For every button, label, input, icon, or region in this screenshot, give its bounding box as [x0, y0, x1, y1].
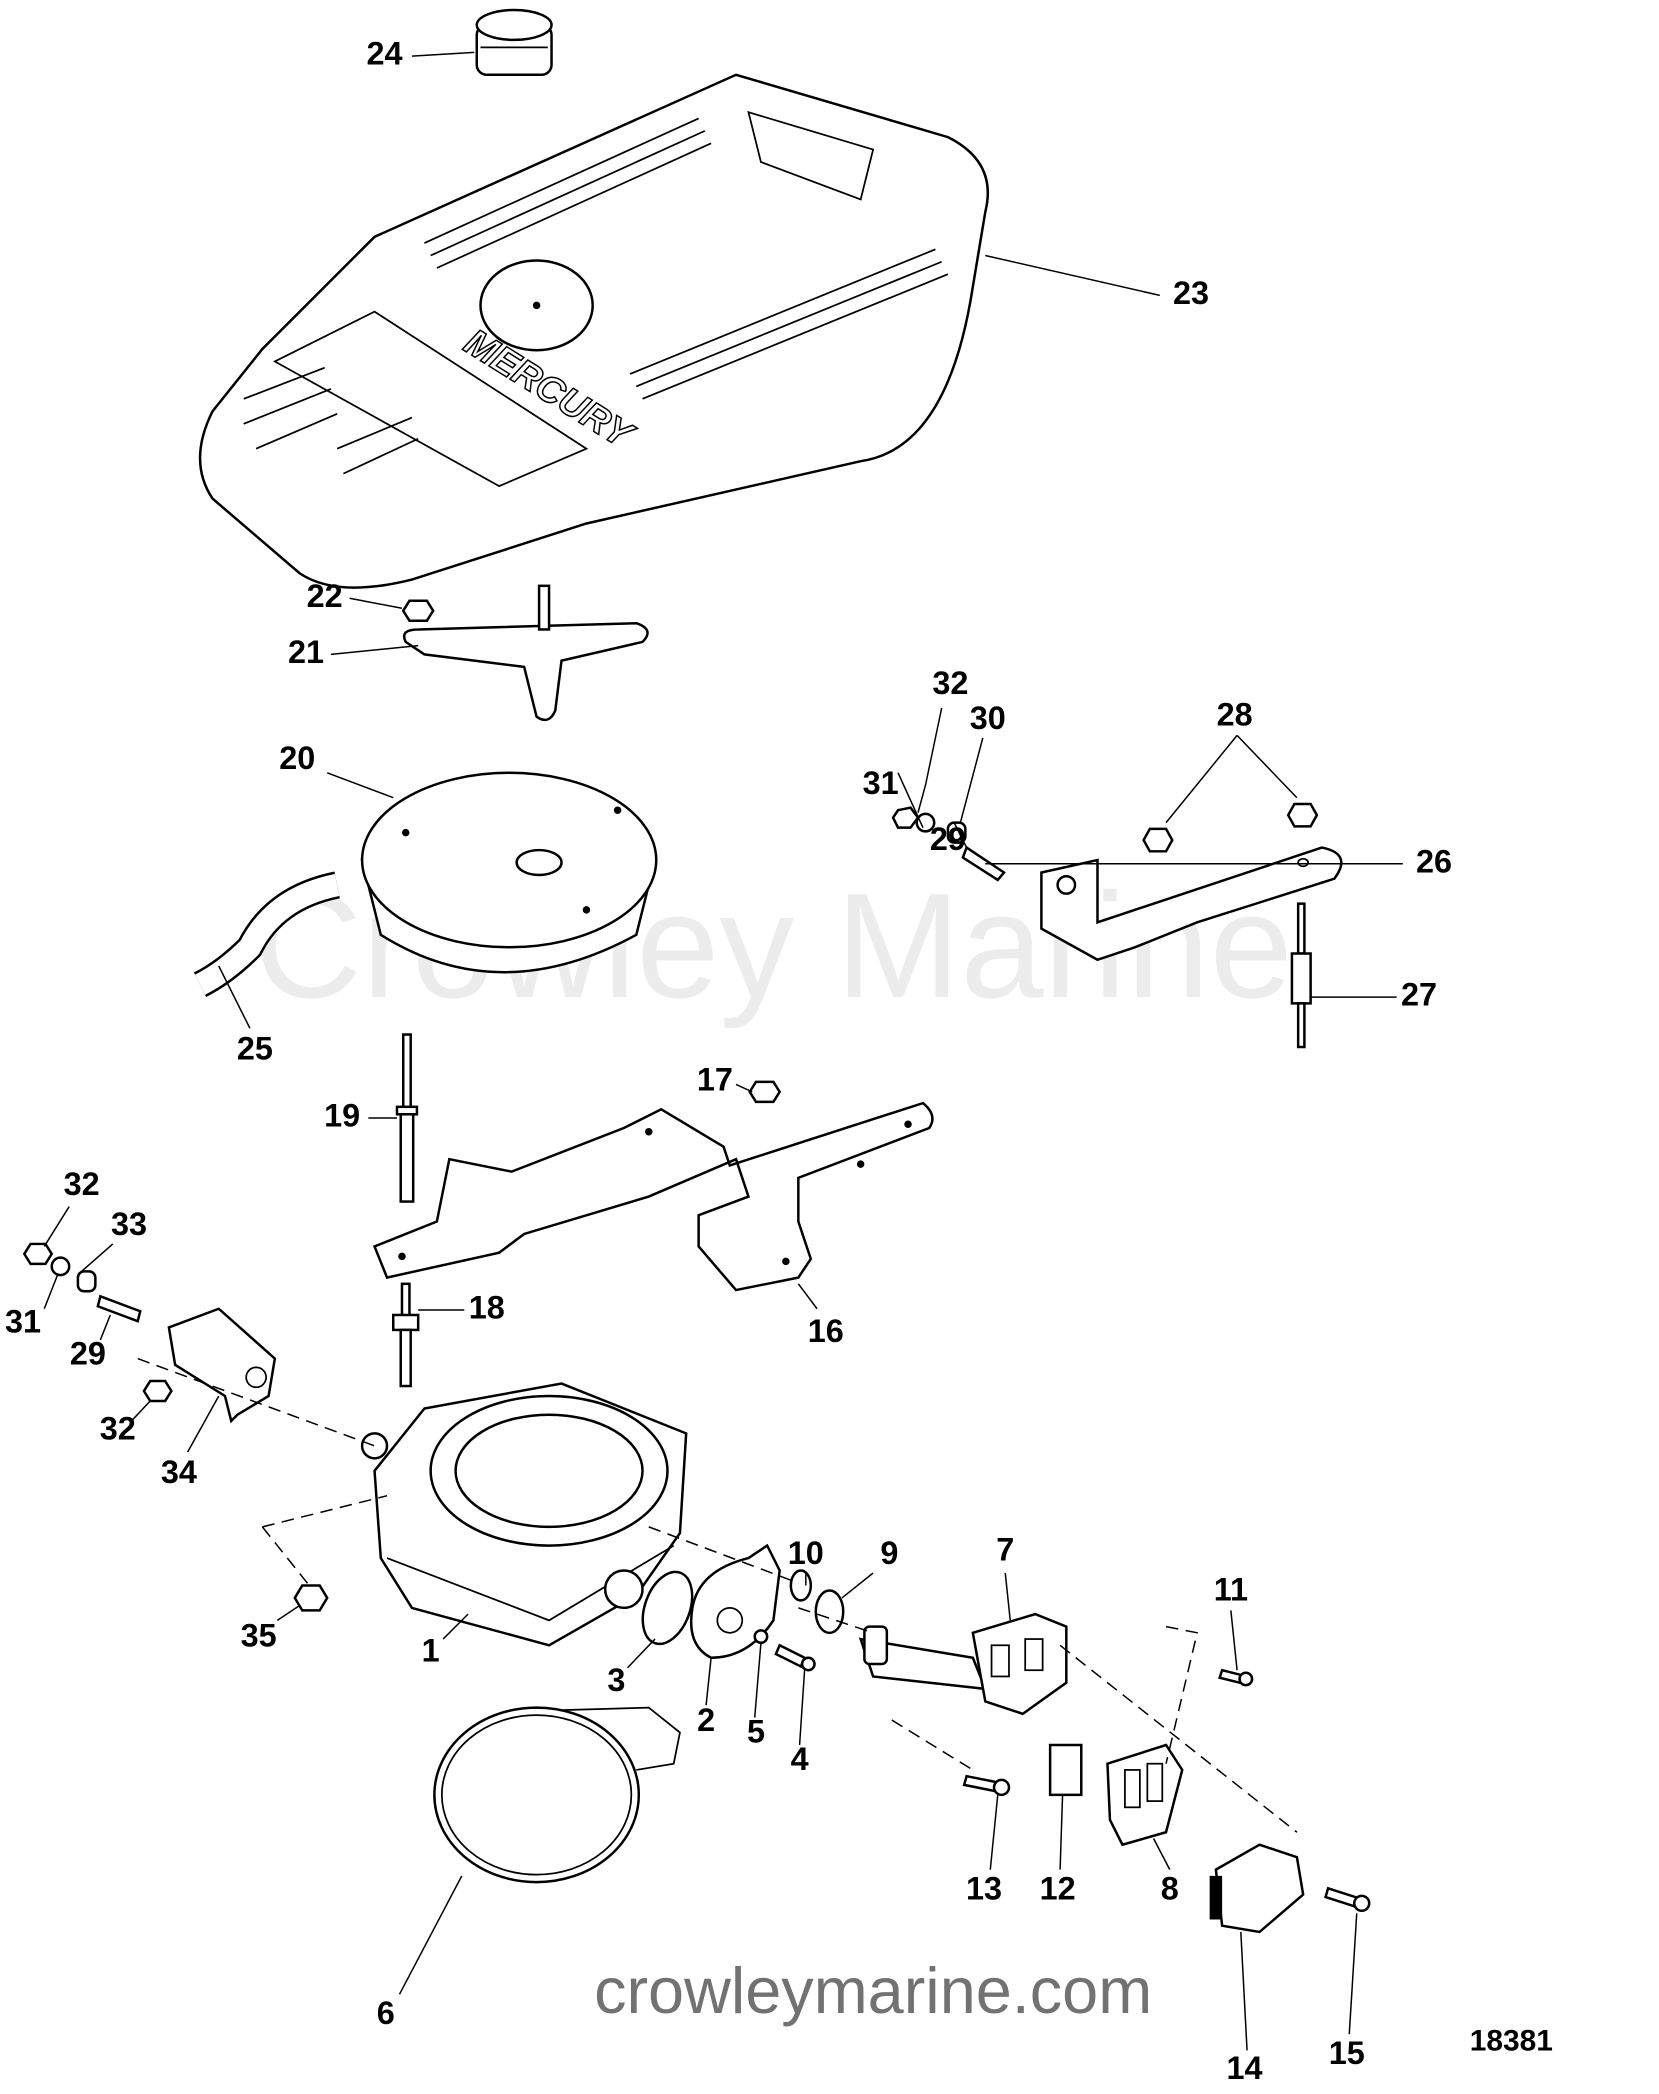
part-stud-27 — [1290, 902, 1312, 1049]
callout-19: 19 — [324, 1098, 360, 1134]
callout-32: 32 — [932, 665, 968, 701]
callout-7: 7 — [996, 1531, 1014, 1567]
part-housing-14 — [1209, 1843, 1305, 1934]
part-o-ring-9 — [814, 1589, 845, 1635]
callout-25: 25 — [237, 1030, 273, 1066]
callout-17: 17 — [697, 1061, 733, 1097]
callout-31-left: 31 — [5, 1303, 41, 1339]
callout-21: 21 — [288, 634, 324, 670]
part-screw-13 — [962, 1774, 1011, 1797]
part-bracket-16 — [372, 1101, 934, 1292]
callout-20: 20 — [279, 740, 315, 776]
alignment-lines — [137, 1357, 1298, 1833]
part-bracket-21 — [402, 584, 649, 722]
part-bracket-34 — [167, 1307, 277, 1424]
callout-26: 26 — [1416, 843, 1452, 879]
part-gasket-6 — [433, 1706, 681, 1884]
callout-24: 24 — [367, 36, 403, 72]
callout-2: 2 — [697, 1702, 715, 1738]
callout-23: 23 — [1173, 275, 1209, 311]
part-hose — [193, 871, 341, 997]
part-throttle-body — [360, 1382, 688, 1647]
callout-13: 13 — [966, 1870, 1002, 1906]
callout-32-left: 32 — [64, 1166, 100, 1202]
callout-32-lower: 32 — [100, 1410, 136, 1446]
part-cap — [475, 8, 553, 77]
callout-29: 29 — [930, 821, 966, 857]
part-bracket-26 — [1040, 846, 1343, 962]
callout-6: 6 — [377, 1995, 395, 2031]
callout-5: 5 — [747, 1713, 765, 1749]
part-gasket-8 — [1106, 1743, 1184, 1847]
callout-4: 4 — [791, 1741, 809, 1777]
callout-31: 31 — [863, 765, 899, 801]
part-fasteners-left — [22, 1242, 329, 1612]
callout-27: 27 — [1401, 977, 1437, 1013]
part-block-12 — [1048, 1743, 1083, 1797]
callout-9: 9 — [880, 1535, 898, 1571]
callout-14: 14 — [1227, 2050, 1263, 2086]
callout-18: 18 — [469, 1290, 505, 1326]
callout-34: 34 — [161, 1454, 197, 1490]
callout-3: 3 — [607, 1662, 625, 1698]
callout-30: 30 — [970, 700, 1006, 736]
part-stud-18 — [392, 1282, 420, 1388]
part-air-filter — [360, 771, 658, 974]
part-iac-valve-7 — [858, 1612, 1068, 1716]
callout-8: 8 — [1161, 1870, 1179, 1906]
callout-1: 1 — [422, 1632, 440, 1668]
part-screw-4 — [774, 1643, 816, 1672]
part-screw-15 — [1324, 1886, 1371, 1913]
part-washer-5 — [753, 1629, 769, 1645]
callout-12: 12 — [1040, 1870, 1076, 1906]
leader-lines — [43, 51, 1403, 2051]
callout-labels: 24 23 22 21 20 32 30 31 29 28 26 27 25 1… — [5, 36, 1452, 2086]
callout-35: 35 — [241, 1617, 277, 1653]
callout-10: 10 — [788, 1535, 824, 1571]
part-nut-17 — [748, 1080, 782, 1104]
callout-16: 16 — [808, 1313, 844, 1349]
callout-28: 28 — [1217, 696, 1253, 732]
figure-number: 18381 — [1470, 2024, 1553, 2057]
callout-22: 22 — [307, 578, 343, 614]
part-stud-19 — [395, 1033, 419, 1203]
callout-11: 11 — [1214, 1571, 1248, 1607]
part-o-ring-3 — [641, 1570, 694, 1646]
callout-33: 33 — [111, 1206, 147, 1242]
part-screw-11 — [1218, 1668, 1254, 1687]
part-nut-22 — [401, 599, 435, 622]
callout-29-left: 29 — [70, 1336, 106, 1372]
callout-15: 15 — [1329, 2035, 1365, 2071]
part-fasteners-upper — [891, 806, 1006, 882]
part-o-ring-10 — [789, 1569, 813, 1602]
watermark-url: crowleymarine.com — [594, 1954, 1152, 2027]
part-nuts-28 — [1142, 734, 1319, 853]
part-engine-cover: MERCURY — [198, 73, 990, 589]
